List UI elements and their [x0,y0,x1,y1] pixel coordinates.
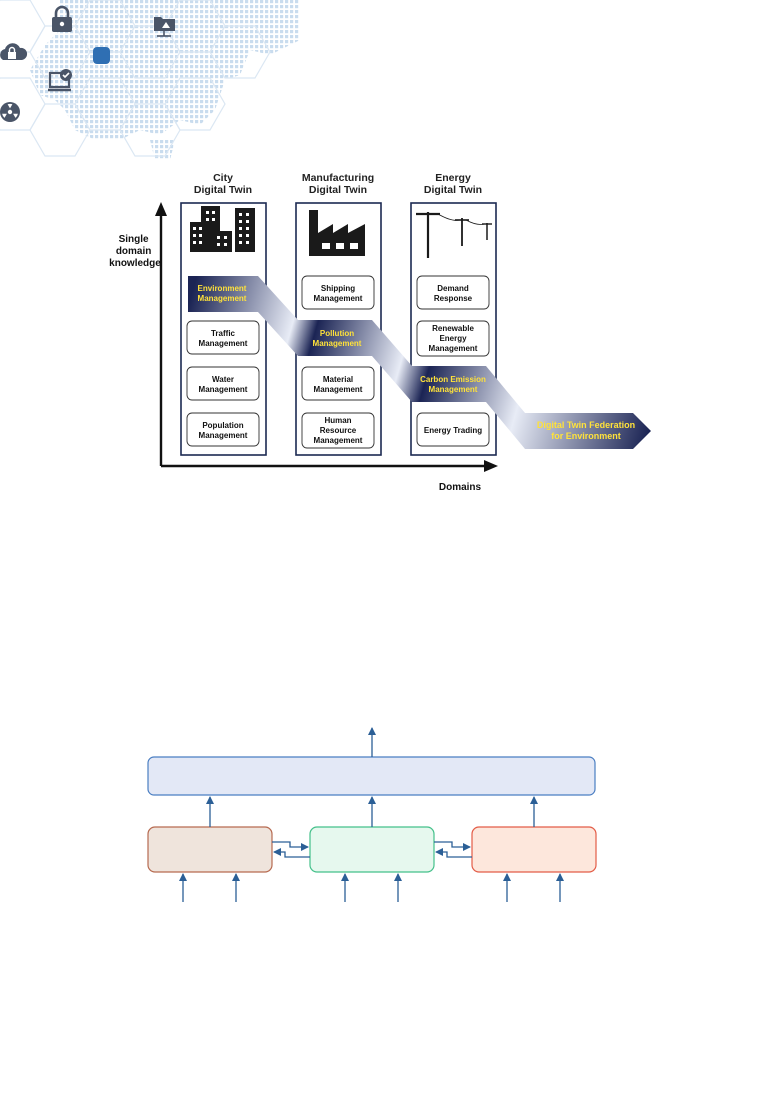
middle-block [309,826,435,873]
square-icon [93,47,110,64]
lock-icon [52,5,72,32]
cloud-lock-icon [0,43,28,60]
city-item-box-4 [186,412,260,447]
folder-network-icon [154,17,175,37]
federation-block-diagram [147,727,597,902]
x-axis-label: Domains [439,482,482,493]
city-item-box-3 [186,366,260,401]
radiation-icon [0,102,20,122]
energy-item-box-1 [416,275,490,310]
power-line-icon [416,212,492,258]
axes [155,202,498,472]
energy-column-frame [410,202,497,456]
factory-icon [309,210,365,256]
city-column-frame [180,202,267,456]
left-block [147,826,273,873]
decorative-header-pattern [0,0,300,160]
world-map-dots [30,0,300,160]
flow-arrows [179,727,564,902]
energy-item-box-4 [416,412,490,447]
monitor-check-icon [48,69,72,92]
item-boxes [186,275,490,449]
federation-ribbon [188,276,651,449]
y-axis-label: Single domain knowledge [109,234,161,269]
energy-item-box-2 [416,320,490,357]
city-buildings-icon [190,206,255,252]
city-item-box-2 [186,320,260,355]
top-block [147,756,596,796]
manufacturing-item-box-3 [301,366,375,401]
right-block [471,826,597,873]
energy-item-energy-trading: Energy Trading [424,426,482,435]
manufacturing-item-box-1 [301,275,375,310]
manufacturing-item-box-4 [301,412,375,449]
